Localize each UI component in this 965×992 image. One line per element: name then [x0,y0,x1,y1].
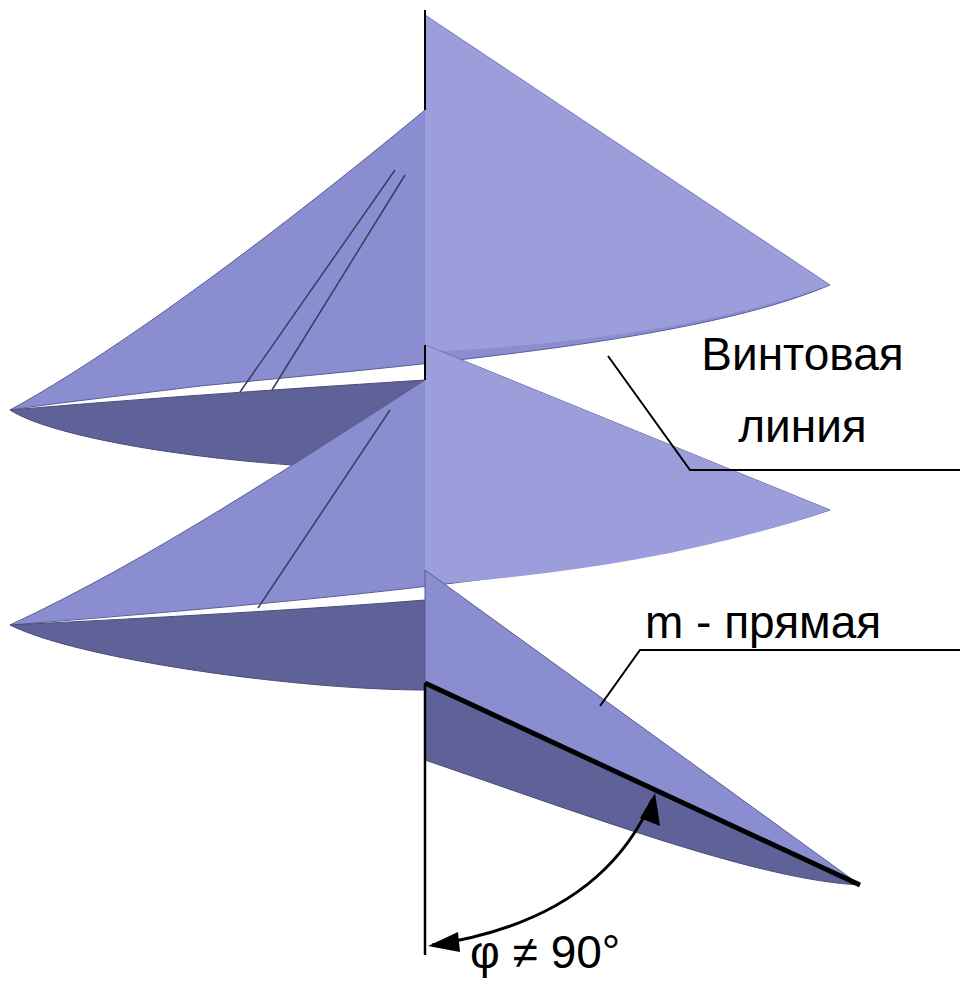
helicoid-underside [10,600,425,690]
axis [424,345,426,380]
callout-label: Винтовая линия [650,318,955,462]
leader-line [600,650,960,706]
helicoid-underside [425,683,860,885]
angle-label: φ ≠ 90° [470,916,770,988]
helicoid-sheet-light [425,15,830,352]
axis [424,10,426,110]
ruling-line [240,170,395,392]
ruling-line [272,175,405,390]
helicoid-sheet [10,345,830,625]
generatrix-line [425,683,860,885]
ruling-line [258,410,390,608]
arrowhead [428,932,460,952]
angle-arc [432,800,652,945]
arrowhead [640,793,660,826]
axis [424,683,427,955]
callout-label: m - прямая [645,586,960,658]
helicoid-sheet-light [425,345,830,585]
